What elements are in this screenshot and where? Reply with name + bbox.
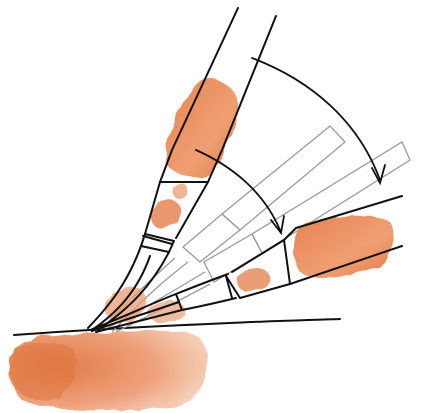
- paint-blob-bottom: [9, 330, 206, 410]
- brush-lowered: [90, 196, 402, 332]
